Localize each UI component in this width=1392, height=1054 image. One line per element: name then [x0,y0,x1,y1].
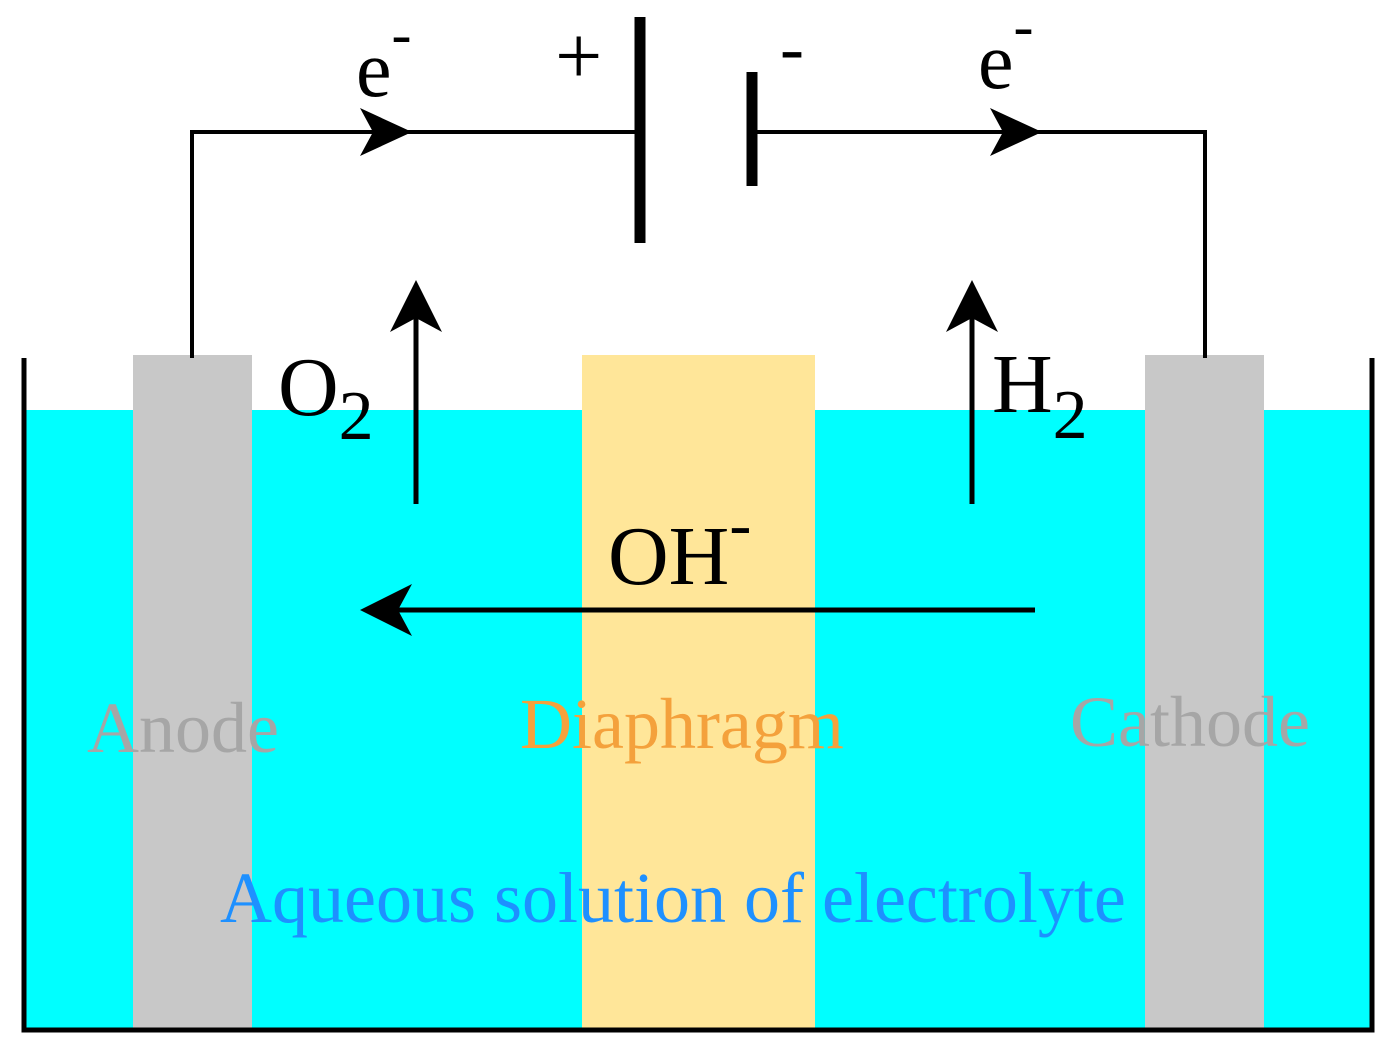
right-wire [752,130,1207,358]
electrolyte-label: Aqueous solution of electrolyte [220,858,1126,938]
electron-label-right: e- [978,0,1034,106]
electron-arrow-right-icon [990,108,1042,156]
oxygen-label: O2 [278,341,374,455]
container-outline [21,358,1375,1033]
diaphragm [582,355,815,1030]
cathode-electrode [1145,355,1264,1030]
hydrogen-label: H2 [992,338,1088,454]
electron-label-left: e- [356,1,412,114]
electron-arrow-left-icon [360,108,412,156]
oxygen-arrow-head-icon [390,280,442,332]
diaphragm-label: Diaphragm [520,684,844,764]
left-wire [190,130,636,358]
anode-electrode [133,355,252,1030]
battery-positive-label: + [555,10,602,103]
hydrogen-arrow-head-icon [946,280,998,332]
hydroxide-label: OH- [608,488,751,603]
anode-label: Anode [87,688,279,768]
cathode-label: Cathode [1070,682,1310,762]
battery-negative-label: - [780,8,804,88]
hydroxide-arrow-head-icon [360,584,412,636]
